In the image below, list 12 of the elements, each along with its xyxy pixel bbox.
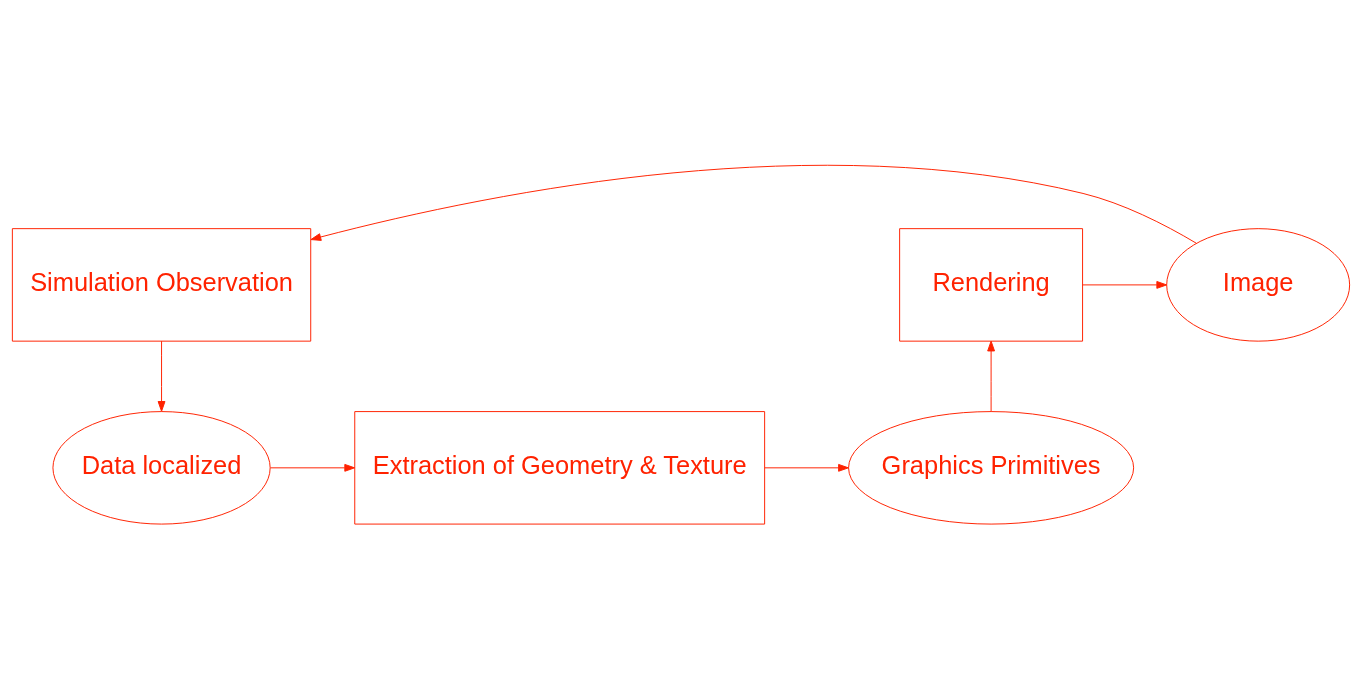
- arrow: [987, 340, 995, 412]
- arrow: [764, 463, 849, 472]
- arrow: [157, 340, 166, 412]
- node-box: Rendering: [899, 227, 1084, 342]
- node-box: Simulation Observation: [11, 227, 312, 342]
- node-ellipse: Data localized: [52, 410, 271, 525]
- node-box: Extraction of Geometry & Texture: [354, 410, 766, 525]
- node-ellipse: Image: [1166, 227, 1351, 342]
- node-ellipse: Graphics Primitives: [848, 410, 1135, 525]
- arrow: [1082, 280, 1168, 289]
- arrow: [310, 164, 1197, 244]
- arrow: [269, 463, 356, 472]
